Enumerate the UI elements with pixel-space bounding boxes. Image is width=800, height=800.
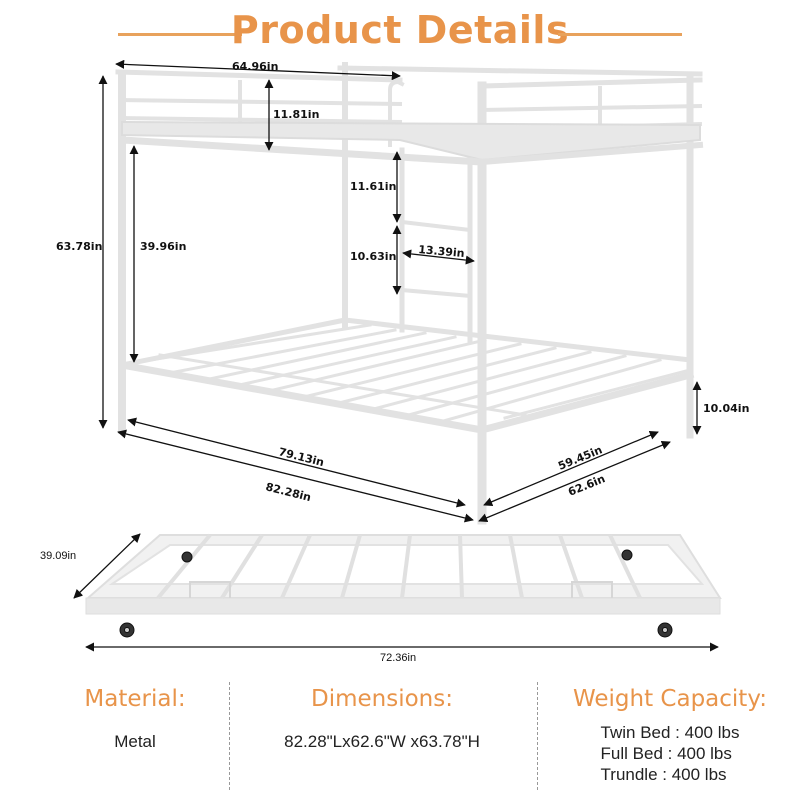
spec-material-value: Metal <box>114 732 156 751</box>
spec-weight-capacity-list: Twin Bed : 400 lbs Full Bed : 400 lbs Tr… <box>601 722 740 785</box>
bunk-bed-frame <box>115 62 704 525</box>
spec-weight-capacity: Weight Capacity: Twin Bed : 400 lbs Full… <box>545 678 795 800</box>
trundle-frame <box>85 533 722 638</box>
dim-leg-height: 10.04in <box>703 402 749 415</box>
spec-material: Material: Metal <box>40 678 230 800</box>
spec-dimensions-value: 82.28"Lx62.6"W x63.78"H <box>284 732 480 751</box>
dim-guardrail-height: 11.81in <box>273 108 319 121</box>
dim-clearance-height: 39.96in <box>140 240 186 253</box>
weight-full-bed: Full Bed : 400 lbs <box>600 744 732 763</box>
header: Product Details <box>0 0 800 64</box>
dim-outer-length: 82.28in <box>264 480 312 504</box>
divider <box>229 682 230 790</box>
dim-ladder-width: 13.39in <box>418 243 465 260</box>
page-title: Product Details <box>230 8 570 52</box>
dim-ladder-step-spacing: 10.63in <box>350 250 396 263</box>
trundle-dimension-arrows <box>73 533 719 652</box>
dim-trundle-length: 72.36in <box>380 652 416 664</box>
divider <box>537 682 538 790</box>
dim-inner-width: 59.45in <box>556 443 604 472</box>
weight-trundle: Trundle : 400 lbs <box>600 765 727 784</box>
spec-dimensions-label: Dimensions: <box>311 686 453 712</box>
dim-ladder-upper-step: 11.61in <box>350 180 396 193</box>
specs-section: Material: Metal Dimensions: 82.28"Lx62.6… <box>0 678 800 800</box>
bed-diagram: 64.96in 11.81in 63.78in 39.96in 11.61in … <box>40 59 749 664</box>
spec-material-label: Material: <box>84 686 186 712</box>
bunk-bed-dimension-arrows <box>98 59 702 523</box>
dim-trundle-width: 39.09in <box>40 550 76 562</box>
caster-wheels <box>119 549 673 638</box>
dim-total-height: 63.78in <box>56 240 102 253</box>
spec-weight-capacity-label: Weight Capacity: <box>572 686 768 712</box>
title-rule-left <box>118 33 242 36</box>
weight-twin-bed: Twin Bed : 400 lbs <box>600 723 740 742</box>
dim-inner-length: 79.13in <box>277 445 325 469</box>
title-rule-right <box>558 33 682 36</box>
spec-dimensions: Dimensions: 82.28"Lx62.6"W x63.78"H <box>232 678 532 800</box>
dim-top-width: 64.96in <box>232 60 278 73</box>
